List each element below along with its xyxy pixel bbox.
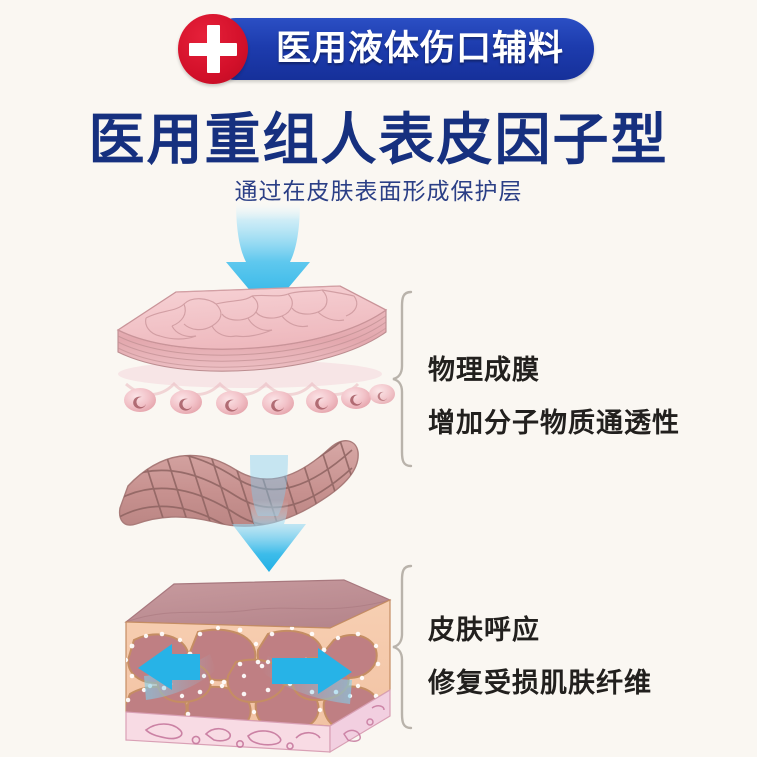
tissue-left-arrow <box>138 644 200 690</box>
callout-upper: 物理成膜 增加分子物质通透性 <box>428 348 680 440</box>
callout-upper-line2: 增加分子物质通透性 <box>428 408 680 439</box>
page-subtitle: 通过在皮肤表面形成保护层 <box>234 179 523 205</box>
page-title: 医用重组人表皮因子型 <box>88 107 669 173</box>
cross-horizontal-bar <box>189 42 237 56</box>
curly-brace-lower <box>392 564 413 730</box>
medical-cross-icon <box>178 14 248 84</box>
cell-row <box>124 381 395 415</box>
callout-lower: 皮肤呼应 修复受损肌肤纤维 <box>428 608 652 700</box>
tissue-right-arrow <box>272 648 352 694</box>
mesh-sheet <box>118 440 359 527</box>
top-down-arrow <box>226 200 310 312</box>
epidermis-slab <box>116 285 388 388</box>
header-badge: 医用液体伤口辅料 <box>178 14 594 84</box>
callout-upper-line1: 物理成膜 <box>428 355 540 386</box>
middle-down-arrow <box>232 500 306 572</box>
curly-brace-upper <box>392 290 413 468</box>
callout-lower-line1: 皮肤呼应 <box>428 615 540 646</box>
header-badge-label: 医用液体伤口辅料 <box>275 28 564 69</box>
tissue-block <box>124 579 392 754</box>
callout-lower-line2: 修复受损肌肤纤维 <box>428 668 652 699</box>
header-badge-pill <box>205 18 594 80</box>
